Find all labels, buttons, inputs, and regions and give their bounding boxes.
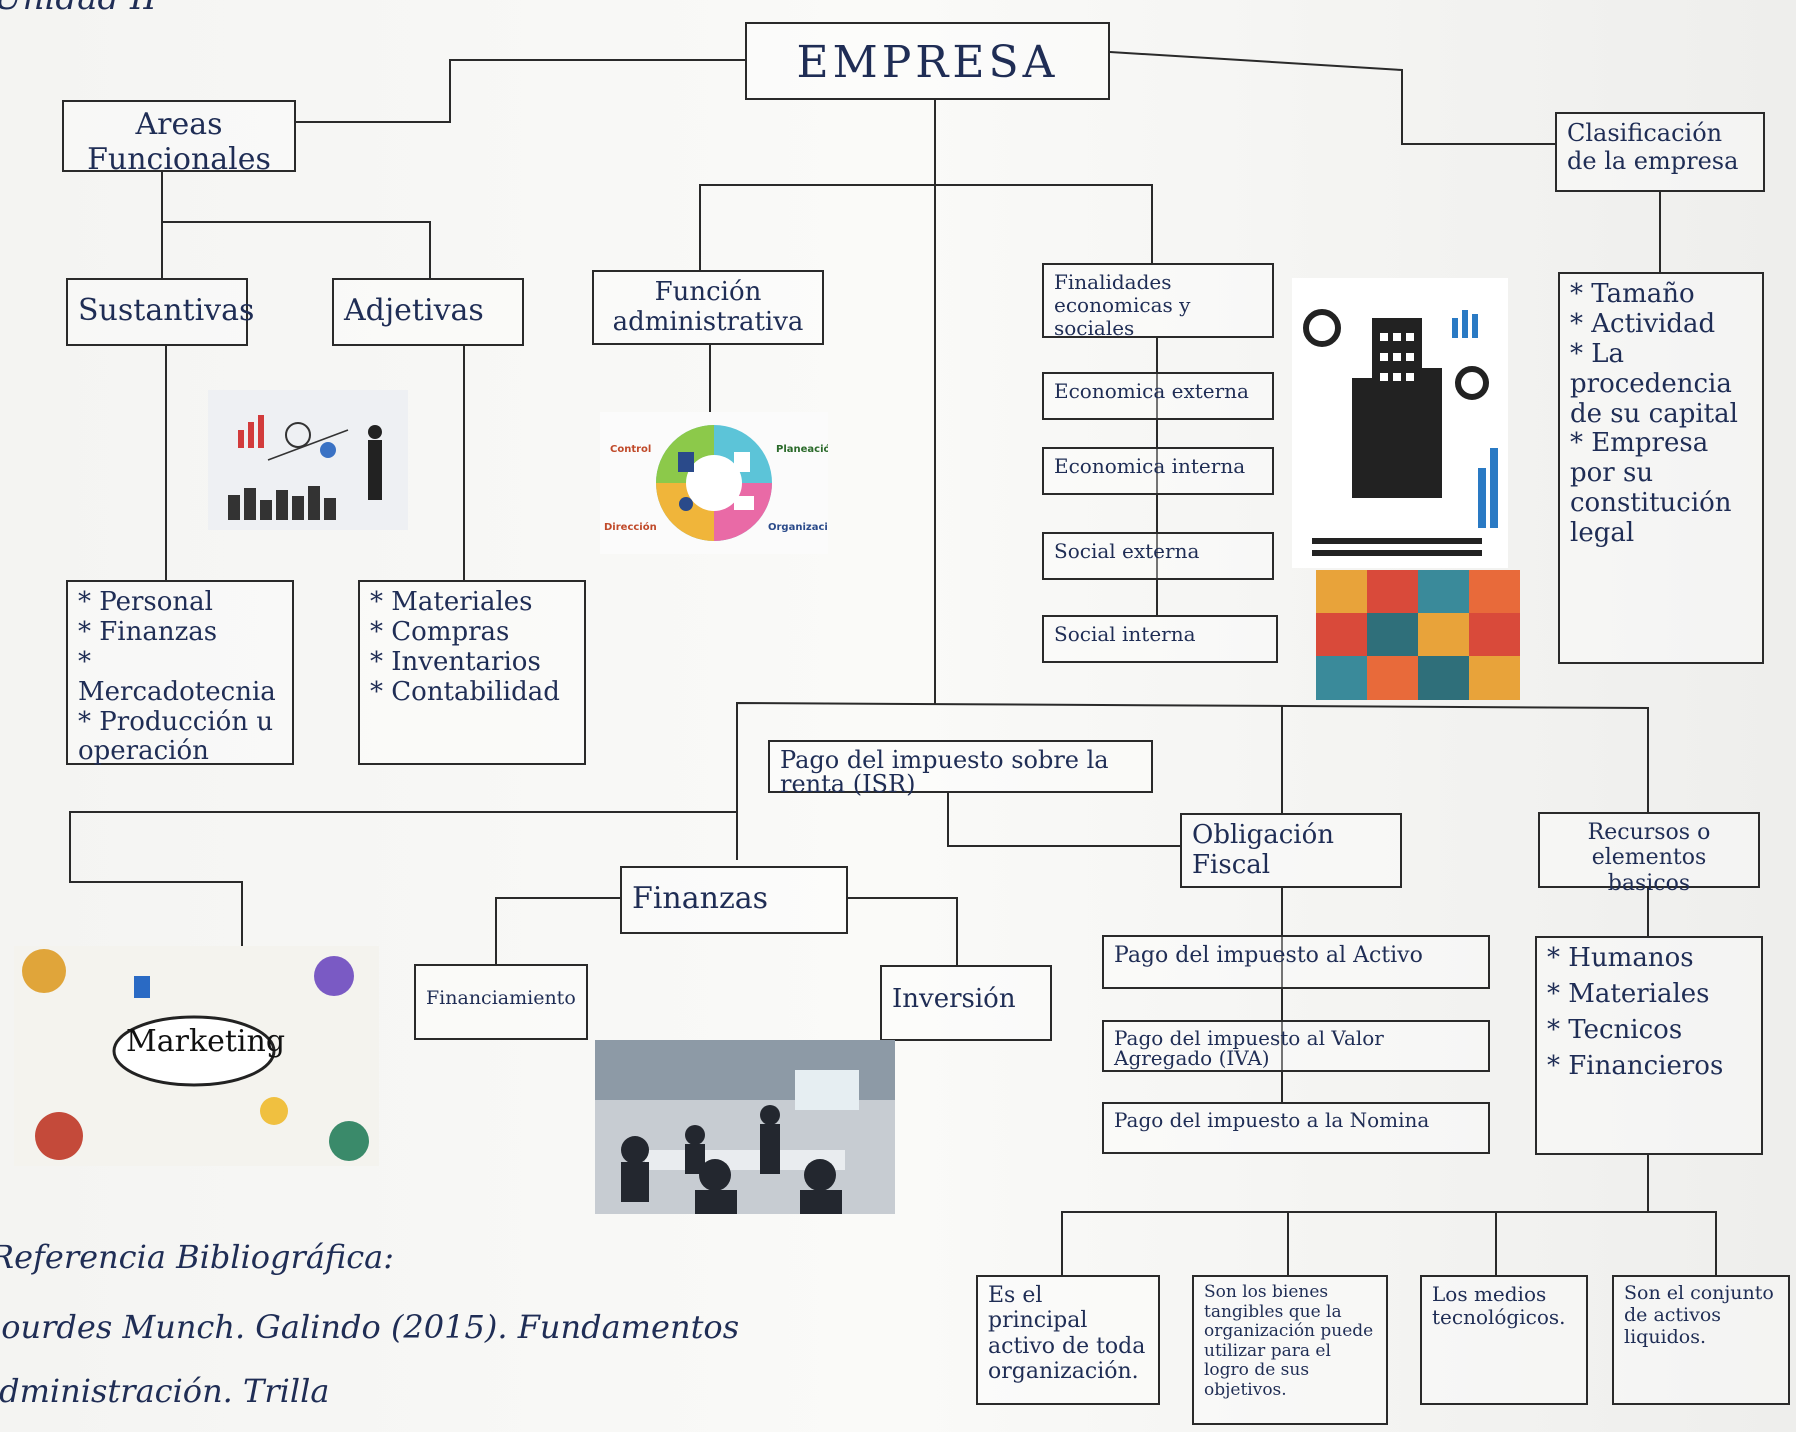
clasificacion-list: Tamaño Actividad La procedencia de su ca… (1558, 272, 1764, 664)
finalidad-item: Social interna (1042, 615, 1278, 663)
factory-icon (1316, 570, 1520, 700)
business-sketch-icon (208, 390, 408, 530)
cycle-wheel-icon (600, 412, 828, 554)
areas-funcionales-node: Areas Funcionales (62, 100, 296, 176)
obligacion-fiscal-node: Obligación Fiscal (1180, 813, 1402, 888)
clasificacion-node: Clasificación de la empresa (1555, 112, 1765, 192)
list-item: Tamaño (1570, 279, 1752, 310)
recursos-node: Recursos o elementos basicos (1538, 812, 1760, 896)
recurso-description: Los medios tecnológicos. (1420, 1275, 1588, 1405)
recursos-list: Humanos Materiales Tecnicos Financieros (1535, 936, 1763, 1155)
reference-line-1: Lourdes Munch. Galindo (2015). Fundament… (0, 1308, 740, 1346)
building-icon (1292, 278, 1508, 568)
finanzas-node: Finanzas (620, 866, 848, 934)
obligacion-item: Pago del impuesto al Valor Agregado (IVA… (1102, 1020, 1490, 1072)
meeting-photo (595, 1040, 895, 1214)
reference-line-2: administración. Trilla (0, 1372, 330, 1410)
list-item: Producción u operación (78, 707, 282, 768)
obligacion-item: Pago del impuesto al Activo (1102, 935, 1490, 989)
list-item: Financieros (1547, 1051, 1751, 1082)
adjetivas-node: Adjetivas (332, 278, 524, 346)
funcion-administrativa-node: Función administrativa (592, 270, 824, 345)
list-item: Empresa por su constitución legal (1570, 429, 1752, 549)
cycle-label-planeacion: Planeación (776, 444, 828, 455)
meeting-icon (595, 1040, 895, 1214)
cycle-label-organizacion: Organización (768, 522, 828, 533)
list-item: Personal (78, 587, 282, 618)
marketing-icon (14, 946, 379, 1166)
finalidad-item: Social externa (1042, 532, 1274, 580)
finalidad-item: Economica externa (1042, 372, 1274, 420)
adjetivas-list: Materiales Compras Inventarios Contabili… (358, 580, 586, 765)
root-node: EMPRESA (745, 22, 1110, 100)
list-item: Compras (370, 617, 574, 648)
recurso-description: Son los bienes tangibles que la organiza… (1192, 1275, 1388, 1425)
recurso-description: Son el conjunto de activos liquidos. (1612, 1275, 1790, 1405)
sustantivas-node: Sustantivas (66, 278, 254, 346)
list-item: Materiales (1547, 979, 1751, 1010)
isr-node: Pago del impuesto sobre la renta (ISR) (768, 740, 1153, 796)
admin-cycle-image: Control Planeación Dirección Organizació… (600, 412, 828, 554)
cycle-label-direccion: Dirección (604, 522, 657, 533)
recurso-description: Es el principal activo de toda organizac… (976, 1275, 1160, 1405)
list-item: Materiales (370, 587, 574, 618)
unit-header: Unidad II (0, 0, 157, 18)
financiamiento-node: Financiamiento (414, 964, 588, 1040)
inversion-node: Inversión (880, 965, 1052, 1041)
reference-title: Referencia Bibliográfica: (0, 1238, 395, 1276)
list-item: Finanzas (78, 617, 282, 648)
list-item: Actividad (1570, 309, 1752, 340)
list-item: Contabilidad (370, 677, 574, 708)
list-item: La procedencia de su capital (1570, 339, 1752, 430)
industry-tiles-image (1316, 570, 1520, 700)
marketing-label: Marketing (126, 1024, 286, 1059)
list-item: Tecnicos (1547, 1015, 1751, 1046)
marketing-image: Marketing (14, 946, 379, 1166)
obligacion-item: Pago del impuesto a la Nomina (1102, 1102, 1490, 1154)
list-item: Mercadotecnia (78, 648, 282, 708)
company-icons-image (1292, 278, 1508, 568)
list-item: Humanos (1547, 943, 1751, 974)
cycle-label-control: Control (610, 444, 652, 455)
list-item: Inventarios (370, 647, 574, 678)
finalidad-item: Economica interna (1042, 447, 1274, 495)
sustantivas-list: Personal Finanzas Mercadotecnia Producci… (66, 580, 294, 768)
business-plan-image (208, 390, 408, 530)
finalidades-node: Finalidades economicas y sociales (1042, 263, 1274, 340)
